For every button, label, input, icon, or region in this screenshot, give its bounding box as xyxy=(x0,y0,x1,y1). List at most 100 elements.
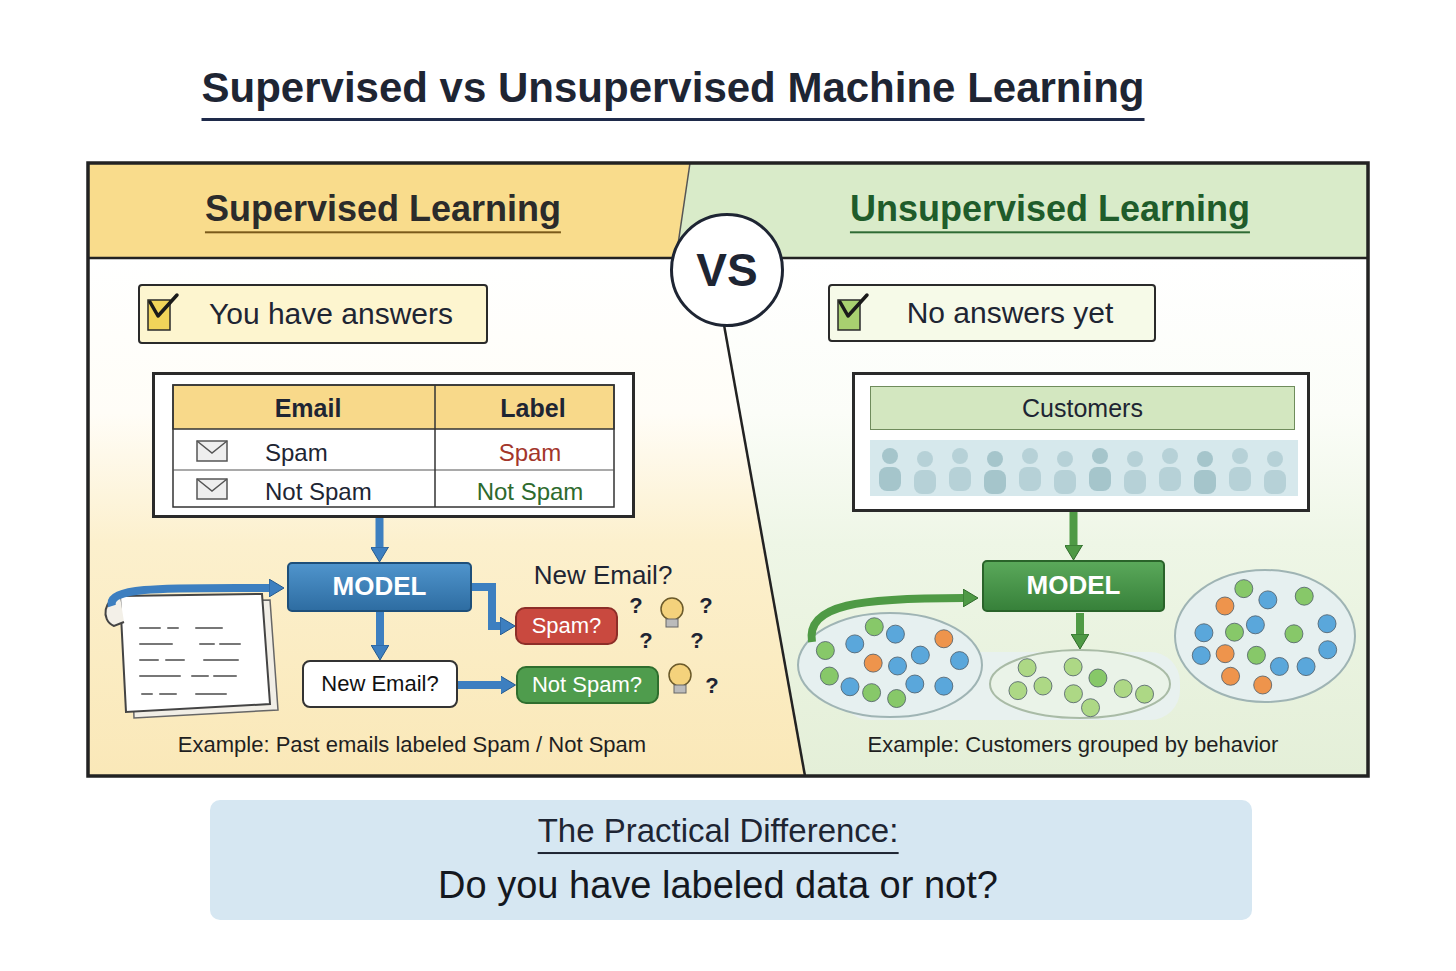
panel-divider xyxy=(712,258,805,776)
customer-dot xyxy=(1246,616,1264,634)
customer-dot xyxy=(1247,646,1265,664)
output-arrow xyxy=(1076,613,1084,635)
lightbulb-icon xyxy=(661,598,683,627)
question-mark: ? xyxy=(705,674,718,698)
table-header: Label xyxy=(500,394,565,423)
customer-dot xyxy=(1034,677,1052,695)
customer-dot xyxy=(863,684,881,702)
customer-dot xyxy=(1222,667,1240,685)
prediction-pill: Not Spam? xyxy=(516,666,659,704)
table-cell: Spam xyxy=(499,439,562,467)
customer-dot xyxy=(841,678,859,696)
model-box-text: MODEL xyxy=(333,572,427,602)
answer-tag: You have answers xyxy=(138,284,488,344)
paper-illustration xyxy=(105,594,278,718)
question-mark: ? xyxy=(639,629,652,653)
customer-dot xyxy=(886,625,904,643)
customer-dot xyxy=(1254,676,1272,694)
input-box-text: New Email? xyxy=(321,671,438,696)
customer-dot xyxy=(1235,580,1253,598)
customer-dot xyxy=(1136,685,1154,703)
customer-dot xyxy=(906,675,924,693)
customer-dot xyxy=(1089,669,1107,687)
customer-dot xyxy=(1297,658,1315,676)
prediction-pill: Spam? xyxy=(515,607,618,645)
table-cell: Not Spam xyxy=(477,478,584,506)
customer-dot xyxy=(1285,625,1303,643)
data-table: Email LabelSpam SpamNot Spam Not Spam xyxy=(152,372,635,518)
customer-dot xyxy=(950,652,968,670)
flow-arrow xyxy=(376,612,384,646)
summary-question: Do you have labeled data or not? xyxy=(438,864,998,908)
example-caption: Example: Past emails labeled Spam / Not … xyxy=(178,732,646,757)
summary-heading: The Practical Difference: xyxy=(538,812,899,854)
right-panel-ground xyxy=(712,258,1368,776)
customer-dot xyxy=(846,635,864,653)
flow-arrow xyxy=(376,518,384,548)
customer-dot xyxy=(1270,657,1288,675)
answer-tag-text: No answers yet xyxy=(907,296,1114,331)
check-icon xyxy=(836,292,872,336)
customer-box: Customers xyxy=(852,372,1310,512)
panel-heading: Unsupervised Learning xyxy=(850,188,1250,233)
answer-tag-text: You have answers xyxy=(209,297,453,332)
flow-arrow xyxy=(1070,512,1078,546)
check-icon xyxy=(146,292,182,336)
outer-frame xyxy=(88,163,1368,776)
feedback-arrow xyxy=(812,598,964,642)
prediction-pill-text: Spam? xyxy=(532,613,602,638)
input-box: New Email? xyxy=(302,660,458,708)
customer-dot xyxy=(1114,680,1132,698)
customer-dot xyxy=(1225,623,1243,641)
customer-dot xyxy=(1064,658,1082,676)
right-header-band xyxy=(676,163,1368,258)
question-mark: ? xyxy=(699,594,712,618)
customer-dot xyxy=(1064,685,1082,703)
question-mark: ? xyxy=(690,629,703,653)
flow-arrow xyxy=(458,681,502,689)
customer-dot xyxy=(1018,659,1036,677)
edge-label: New Email? xyxy=(532,561,675,590)
panel-heading: Supervised Learning xyxy=(205,188,561,233)
example-caption: Example: Customers grouped by behavior xyxy=(868,732,1279,757)
customer-dot xyxy=(1318,615,1336,633)
customer-crowd xyxy=(870,440,1298,496)
vs-circle-text: VS xyxy=(696,244,757,297)
customer-dot xyxy=(1216,645,1234,663)
customer-dot xyxy=(1259,591,1277,609)
customer-dot xyxy=(820,667,838,685)
customer-dot xyxy=(1319,641,1337,659)
question-mark: ? xyxy=(629,594,642,618)
flow-arrow xyxy=(472,587,501,626)
customer-dot xyxy=(1216,597,1234,615)
customer-dot xyxy=(888,690,906,708)
prediction-pill-text: Not Spam? xyxy=(532,672,642,697)
model-box: MODEL xyxy=(982,560,1165,612)
customer-dot xyxy=(864,654,882,672)
vs-circle: VS xyxy=(670,213,784,327)
customer-dot xyxy=(1009,682,1027,700)
model-box: MODEL xyxy=(287,562,472,612)
customer-dot xyxy=(911,646,929,664)
customer-dot xyxy=(865,618,883,636)
panel: Supervised LearningExample: Past emails … xyxy=(88,163,720,776)
table-cell: Spam xyxy=(265,439,328,467)
page-title: Supervised vs Unsupervised Machine Learn… xyxy=(202,64,1145,121)
left-header-band xyxy=(88,163,690,258)
answer-tag: No answers yet xyxy=(828,284,1156,342)
cluster-groups xyxy=(798,570,1355,720)
customer-dot xyxy=(816,642,834,660)
table-header: Customers xyxy=(870,386,1295,430)
customer-dot xyxy=(1195,624,1213,642)
customer-dot xyxy=(1192,646,1210,664)
customer-dot xyxy=(935,630,953,648)
input-arrow xyxy=(112,588,270,606)
table-cell: Not Spam xyxy=(265,478,372,506)
table-header: Email xyxy=(275,394,342,423)
customer-dot xyxy=(1295,587,1313,605)
summary-box: The Practical Difference: Do you have lab… xyxy=(210,800,1252,920)
model-box-text: MODEL xyxy=(1027,571,1121,601)
lightbulb-icon xyxy=(669,664,691,693)
customer-dot xyxy=(889,657,907,675)
